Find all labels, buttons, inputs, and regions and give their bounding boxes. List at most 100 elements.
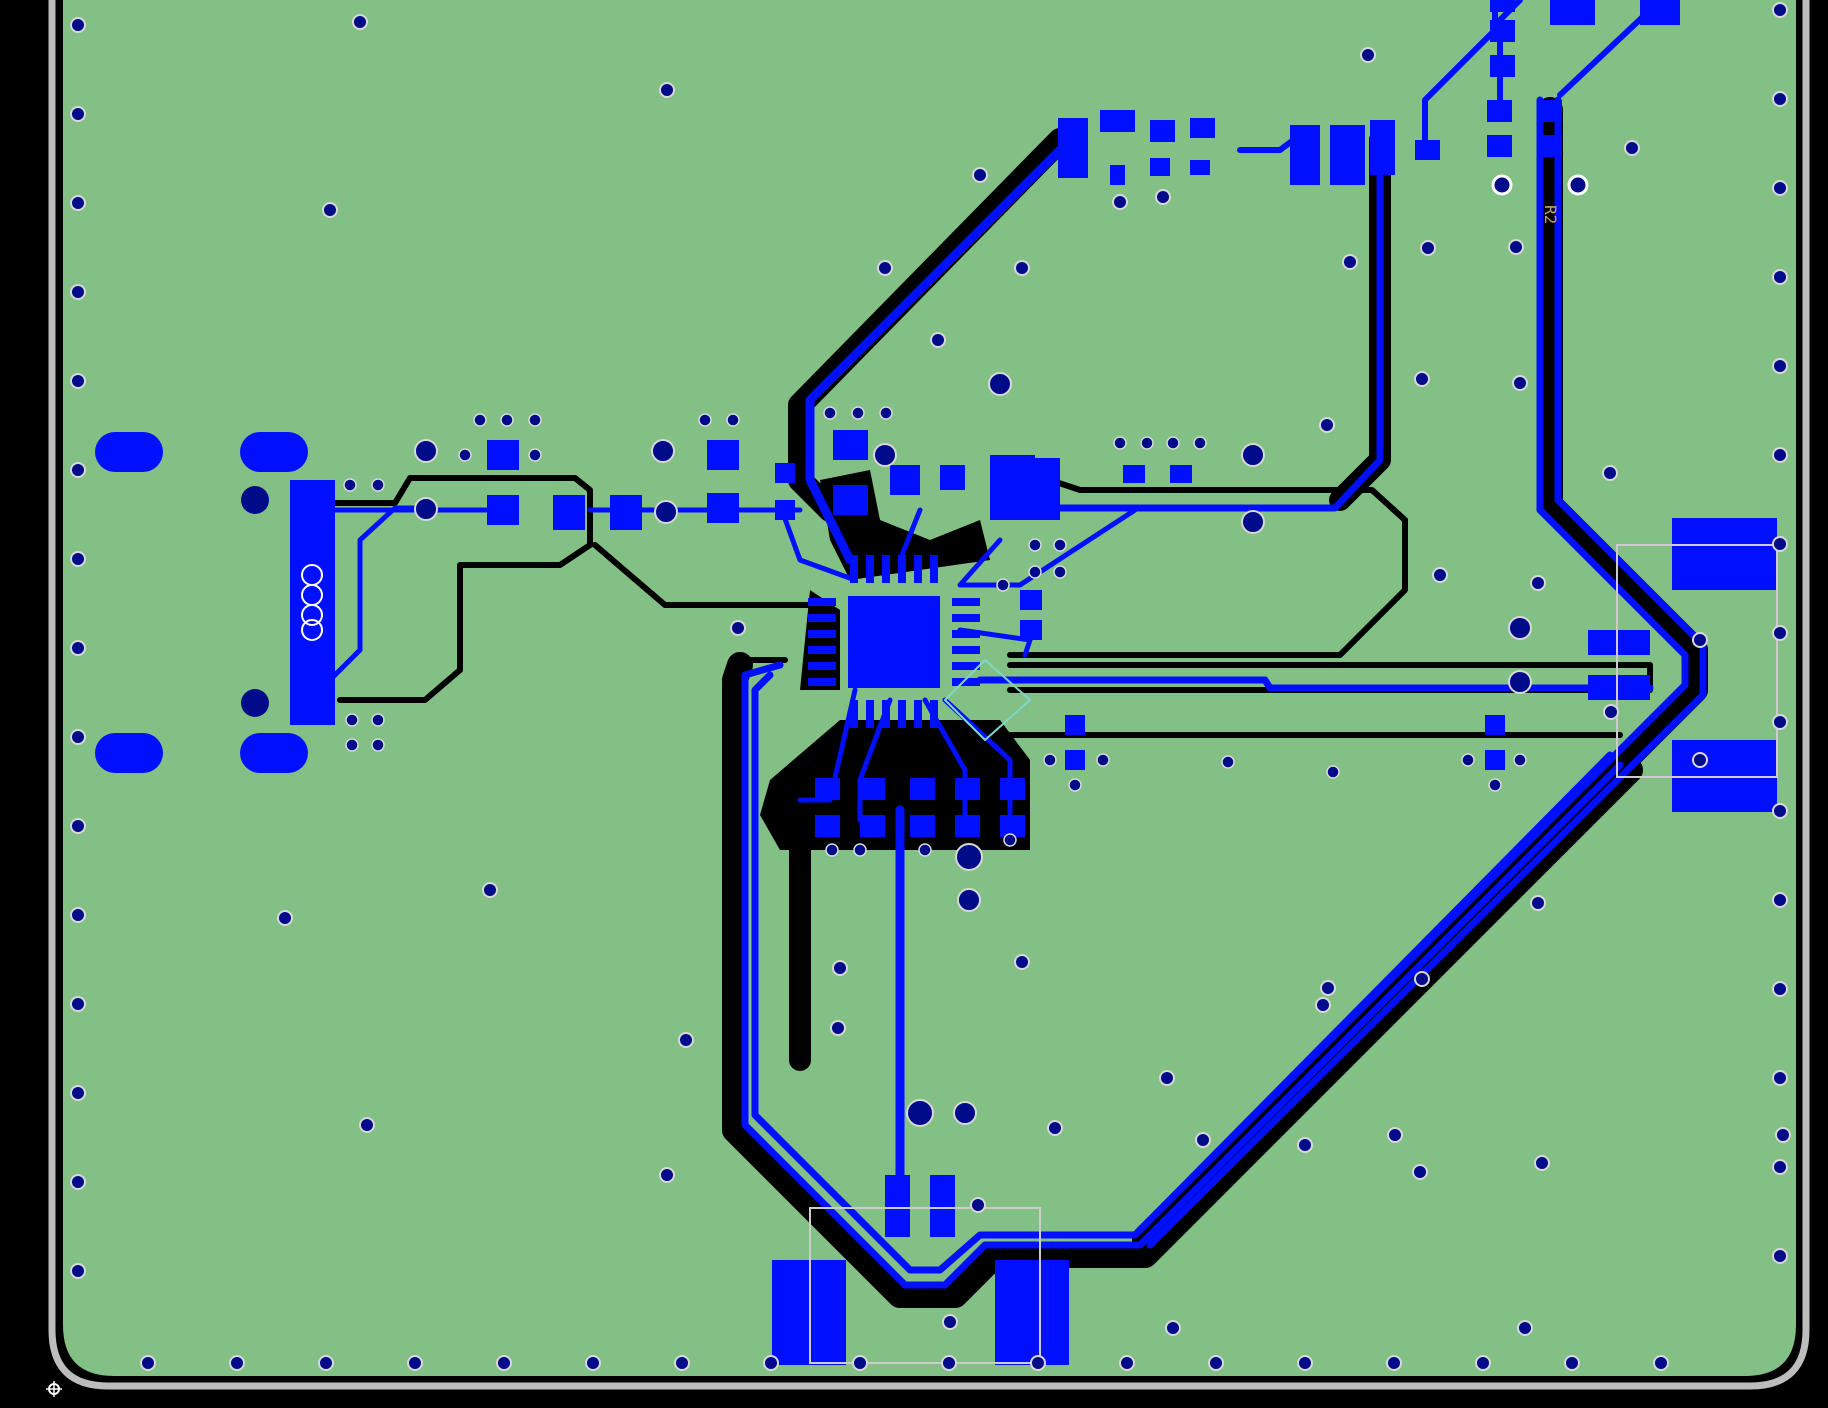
grid-via bbox=[970, 1197, 986, 1213]
grid-via bbox=[1387, 1127, 1403, 1143]
grid-via bbox=[1772, 447, 1788, 463]
grid-via bbox=[1772, 892, 1788, 908]
grid-via bbox=[1530, 895, 1546, 911]
grid-via bbox=[1412, 1164, 1428, 1180]
copper-pads bbox=[95, 0, 1777, 1365]
grid-via bbox=[1014, 954, 1030, 970]
grid-via bbox=[1014, 260, 1030, 276]
grid-via bbox=[1692, 752, 1708, 768]
grid-via bbox=[1602, 465, 1618, 481]
grid-via bbox=[1512, 375, 1528, 391]
grid-via bbox=[1517, 1320, 1533, 1336]
grid-via bbox=[70, 729, 86, 745]
grid-via bbox=[1508, 239, 1524, 255]
grid-via bbox=[763, 1355, 779, 1371]
grid-via bbox=[1320, 980, 1336, 996]
grid-via bbox=[1432, 567, 1448, 583]
grid-via bbox=[407, 1355, 423, 1371]
grid-via bbox=[70, 284, 86, 300]
grid-via bbox=[1119, 1355, 1135, 1371]
grid-via bbox=[1208, 1355, 1224, 1371]
grid-via bbox=[70, 1174, 86, 1190]
grid-via bbox=[1772, 180, 1788, 196]
grid-via bbox=[1772, 2, 1788, 18]
grid-via bbox=[70, 373, 86, 389]
grid-via bbox=[1414, 371, 1430, 387]
grid-vias bbox=[70, 2, 1791, 1371]
grid-via bbox=[1772, 358, 1788, 374]
grid-via bbox=[1772, 625, 1788, 641]
grid-via bbox=[496, 1355, 512, 1371]
grid-via bbox=[70, 818, 86, 834]
grid-via bbox=[70, 195, 86, 211]
grid-via bbox=[1772, 714, 1788, 730]
grid-via bbox=[1386, 1355, 1402, 1371]
grid-via bbox=[70, 462, 86, 478]
grid-via bbox=[1772, 803, 1788, 819]
component-courtyards bbox=[809, 544, 1778, 1364]
grid-via bbox=[585, 1355, 601, 1371]
grid-via bbox=[1772, 536, 1788, 552]
grid-via bbox=[1297, 1137, 1313, 1153]
grid-via bbox=[852, 1355, 868, 1371]
grid-via bbox=[832, 960, 848, 976]
grid-via bbox=[352, 14, 368, 30]
grid-via bbox=[1772, 91, 1788, 107]
grid-via bbox=[359, 1117, 375, 1133]
grid-via bbox=[1165, 1320, 1181, 1336]
grid-via bbox=[1315, 997, 1331, 1013]
grid-via bbox=[1155, 189, 1171, 205]
grid-via bbox=[678, 1032, 694, 1048]
grid-via bbox=[730, 620, 746, 636]
grid-via bbox=[972, 167, 988, 183]
grid-via bbox=[942, 1314, 958, 1330]
grid-via bbox=[659, 1167, 675, 1183]
grid-via bbox=[322, 202, 338, 218]
grid-via bbox=[1534, 1155, 1550, 1171]
grid-via bbox=[229, 1355, 245, 1371]
origin-crosshair-icon[interactable] bbox=[46, 1381, 62, 1397]
grid-via bbox=[70, 640, 86, 656]
grid-via bbox=[1653, 1355, 1669, 1371]
grid-via bbox=[1342, 254, 1358, 270]
grid-via bbox=[1530, 575, 1546, 591]
grid-via bbox=[1775, 1127, 1791, 1143]
grid-via bbox=[1772, 1070, 1788, 1086]
grid-via bbox=[1030, 1355, 1046, 1371]
grid-via bbox=[1772, 981, 1788, 997]
grid-via bbox=[1195, 1132, 1211, 1148]
grid-via bbox=[877, 260, 893, 276]
grid-via bbox=[1319, 417, 1335, 433]
grid-via bbox=[70, 1085, 86, 1101]
grid-via bbox=[70, 1263, 86, 1279]
grid-via bbox=[1624, 140, 1640, 156]
grid-via bbox=[1772, 1248, 1788, 1264]
grid-via bbox=[830, 1020, 846, 1036]
grid-via bbox=[1603, 704, 1619, 720]
grid-via bbox=[318, 1355, 334, 1371]
grid-via bbox=[70, 17, 86, 33]
grid-via bbox=[1420, 240, 1436, 256]
grid-via bbox=[941, 1355, 957, 1371]
silk-ref-r2: R2 bbox=[1541, 205, 1560, 224]
grid-via bbox=[1360, 47, 1376, 63]
grid-via bbox=[482, 882, 498, 898]
grid-via bbox=[1297, 1355, 1313, 1371]
grid-via bbox=[1112, 194, 1128, 210]
grid-via bbox=[70, 907, 86, 923]
grid-via bbox=[1475, 1355, 1491, 1371]
ic-body bbox=[848, 596, 940, 688]
grid-via bbox=[659, 82, 675, 98]
connector-pin-outlines bbox=[301, 564, 323, 641]
grid-via bbox=[1772, 269, 1788, 285]
grid-via bbox=[70, 551, 86, 567]
grid-via bbox=[674, 1355, 690, 1371]
large-vias bbox=[241, 174, 1589, 1127]
grid-via bbox=[1564, 1355, 1580, 1371]
grid-via bbox=[1414, 971, 1430, 987]
grid-via bbox=[140, 1355, 156, 1371]
grid-via bbox=[70, 106, 86, 122]
small-vias bbox=[343, 406, 1527, 857]
grid-via bbox=[930, 332, 946, 348]
